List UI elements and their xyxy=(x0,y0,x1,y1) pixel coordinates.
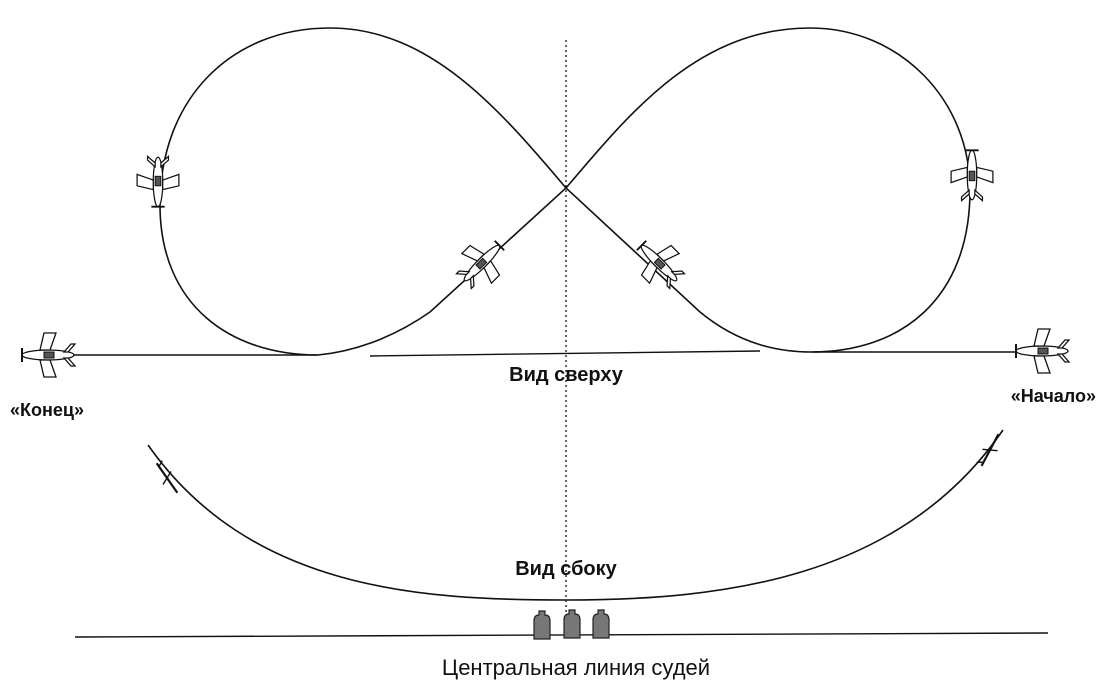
airplane-icon xyxy=(974,429,1006,471)
airplane-icon xyxy=(625,229,693,297)
top-view-path xyxy=(70,27,1060,356)
judges-line-label: Центральная линия судей xyxy=(442,655,710,680)
start-label: «Начало» xyxy=(1011,386,1096,406)
airplane-icon xyxy=(950,149,994,202)
side-view-path xyxy=(147,429,1004,601)
airplane-icon xyxy=(149,458,185,498)
side-view-label: Вид сбоку xyxy=(515,558,617,580)
judge-icon xyxy=(533,610,551,640)
ground-line xyxy=(74,632,1049,638)
top-view-label: Вид сверху xyxy=(509,364,624,386)
top-view-baseline xyxy=(369,350,761,357)
airplane-icon xyxy=(21,332,76,378)
judge-icon xyxy=(563,609,581,639)
judge-icon xyxy=(592,609,610,639)
airplane-icon xyxy=(136,155,180,208)
airplane-icon xyxy=(1015,328,1070,374)
end-label: «Конец» xyxy=(10,400,84,420)
